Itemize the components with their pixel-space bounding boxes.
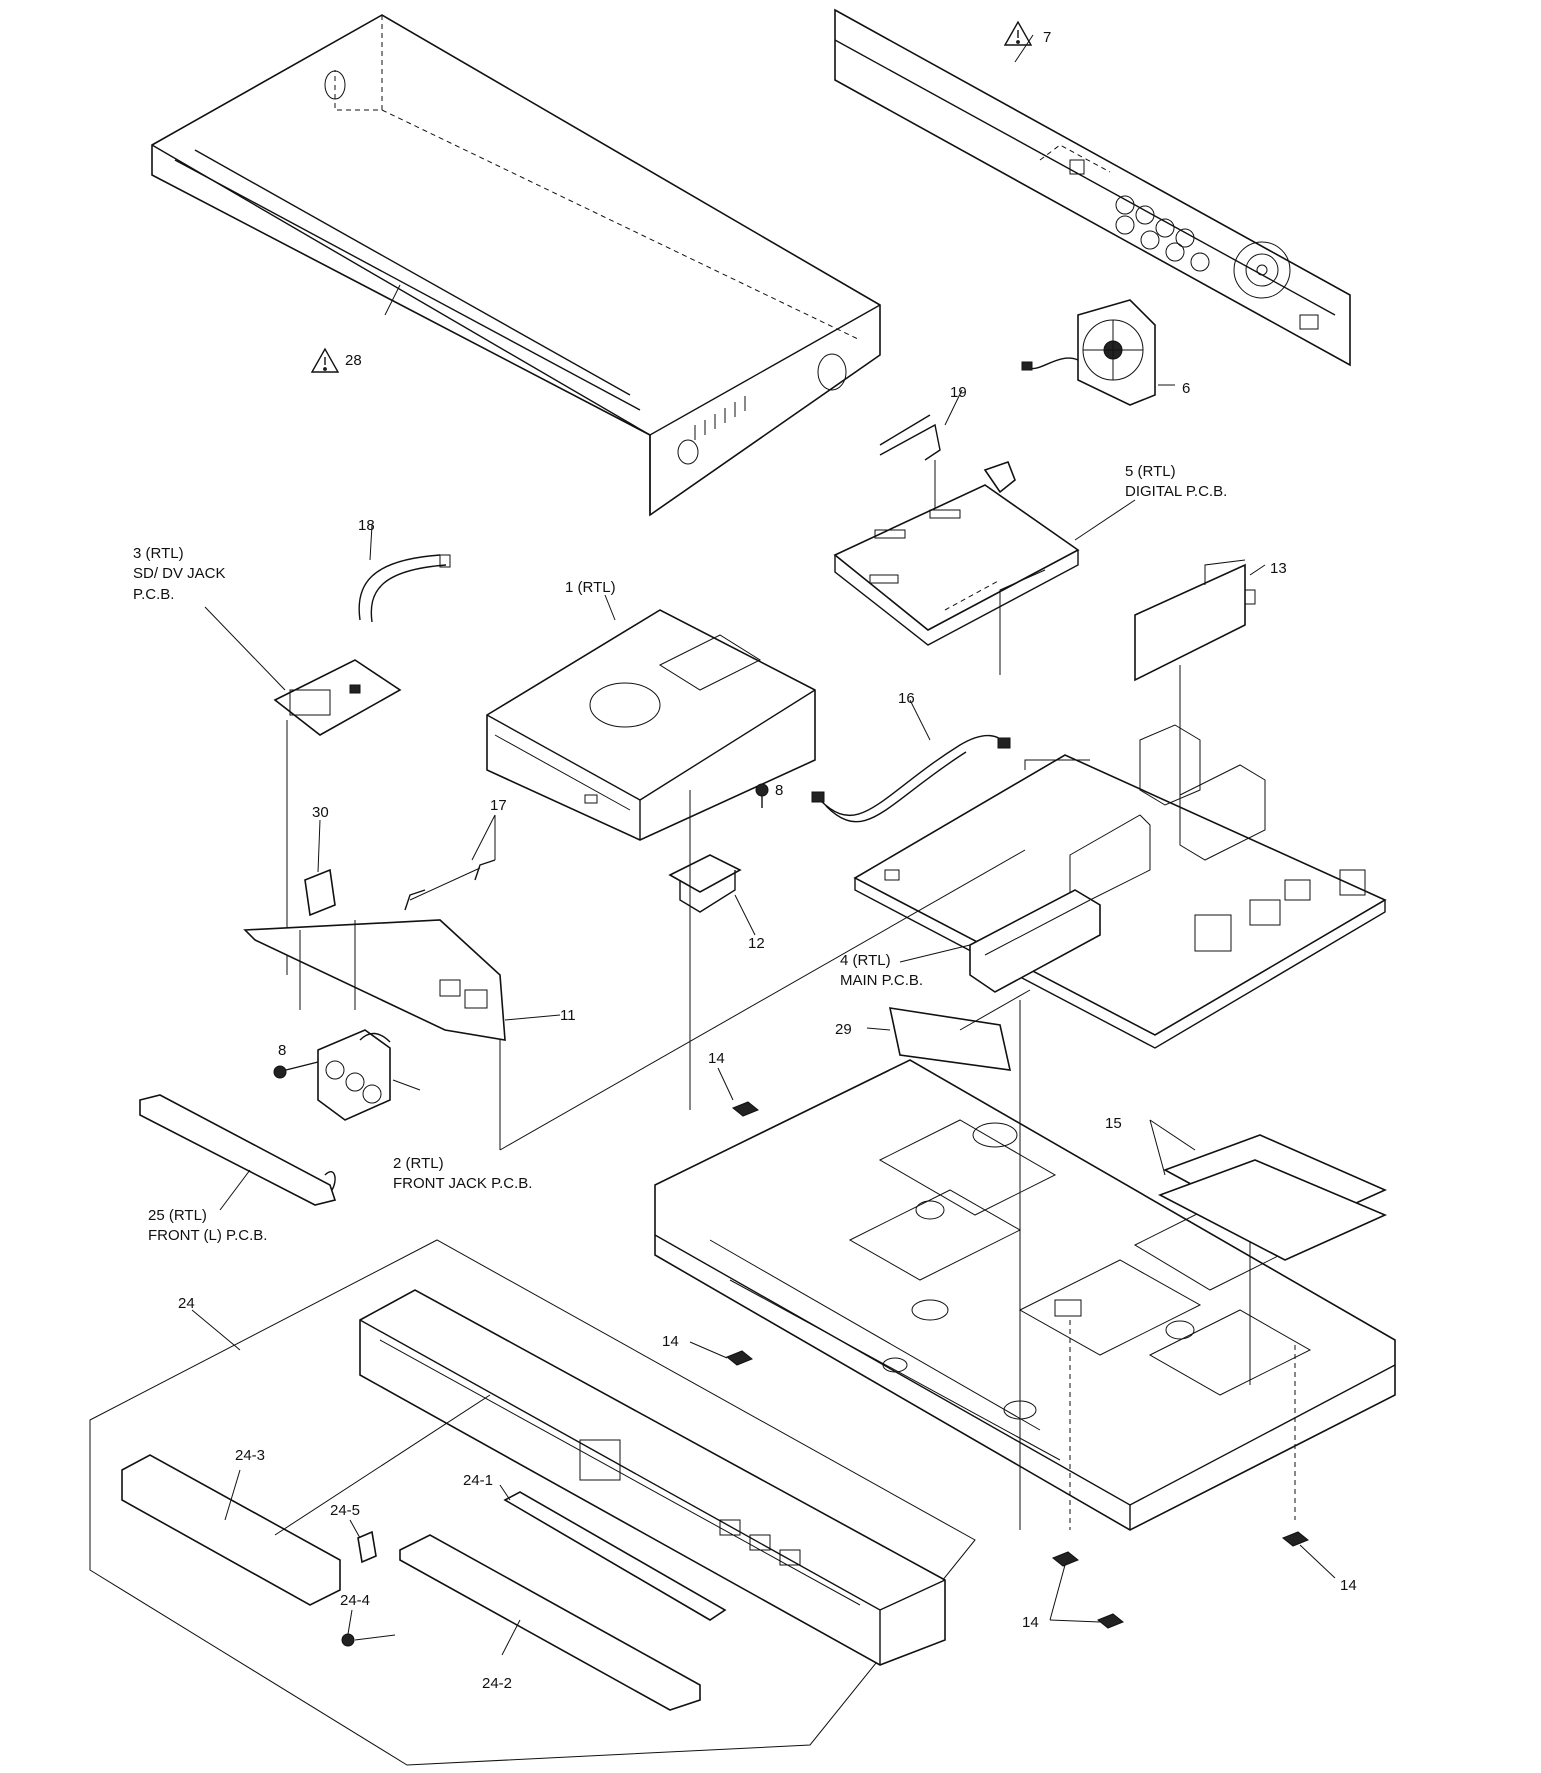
insulator-30	[304, 868, 336, 917]
cooling-fan	[1021, 299, 1156, 406]
front-panel-part-24-4	[341, 1633, 355, 1647]
callout-25-line1: 25 (RTL)	[148, 1207, 207, 1224]
front-left-pcb	[139, 1094, 337, 1206]
front-panel-part-24-3	[121, 1454, 341, 1606]
callout-4-line1: 4 (RTL)	[840, 952, 891, 969]
foot-14-e	[1097, 1613, 1124, 1629]
top-cover	[151, 14, 881, 517]
callout-17: 17	[490, 797, 507, 814]
callout-3-line1: 3 (RTL)	[133, 545, 184, 562]
warning-triangle-icon	[1003, 20, 1033, 46]
callout-7: 7	[1043, 29, 1051, 46]
front-panel-part-24-2	[399, 1534, 701, 1711]
callout-25-line2: FRONT (L) P.C.B.	[148, 1227, 267, 1244]
callout-24-3: 24-3	[235, 1447, 265, 1464]
bracket-13	[1134, 559, 1256, 820]
front-panel-part-24-5	[357, 1530, 377, 1564]
callout-12: 12	[748, 935, 765, 952]
plate-29	[888, 989, 1031, 1071]
callout-6: 6	[1182, 380, 1190, 397]
callout-18: 18	[358, 517, 375, 534]
insulator-sheets-15	[1158, 1134, 1387, 1261]
bracket-12	[668, 790, 742, 1110]
wire-harness-16	[811, 734, 1011, 823]
callout-30: 30	[312, 804, 329, 821]
bracket-11	[243, 849, 1026, 1151]
callout-24-1: 24-1	[463, 1472, 493, 1489]
foot-14-d	[1052, 1551, 1079, 1567]
callout-8-lower: 8	[278, 1042, 286, 1059]
callout-13: 13	[1270, 560, 1287, 577]
screw-8-upper	[755, 783, 769, 808]
warning-triangle-icon	[310, 347, 340, 373]
foot-14-b	[726, 1350, 753, 1366]
callout-1: 1 (RTL)	[565, 579, 616, 596]
rear-panel	[834, 8, 1351, 367]
callout-24: 24	[178, 1295, 195, 1312]
callout-19: 19	[950, 384, 967, 401]
main-pcb	[853, 724, 1387, 1049]
callout-8-upper: 8	[775, 782, 783, 799]
callout-2-line1: 2 (RTL)	[393, 1155, 444, 1172]
callout-14-right: 14	[1340, 1577, 1357, 1594]
ribbon-cable-19	[879, 414, 941, 510]
foot-14-c	[1282, 1531, 1309, 1547]
front-panel	[359, 1289, 946, 1666]
callout-3-line2: SD/ DV JACK	[133, 565, 226, 582]
callout-14-middle: 14	[662, 1333, 679, 1350]
digital-pcb	[833, 460, 1080, 675]
callout-24-4: 24-4	[340, 1592, 370, 1609]
callout-2-line2: FRONT JACK P.C.B.	[393, 1175, 532, 1192]
callout-14-bottom: 14	[1022, 1614, 1039, 1631]
dvd-drive	[486, 609, 816, 841]
callout-15: 15	[1105, 1115, 1122, 1132]
foot-14-a	[732, 1101, 759, 1117]
callout-24-5: 24-5	[330, 1502, 360, 1519]
front-panel-part-24-1	[503, 1491, 727, 1621]
callout-3-line3: P.C.B.	[133, 586, 174, 603]
rear-panel-fan-grille	[1233, 241, 1291, 299]
callout-24-2: 24-2	[482, 1675, 512, 1692]
callout-5-line2: DIGITAL P.C.B.	[1125, 483, 1227, 500]
leader-lines	[191, 34, 1336, 1656]
callout-28: 28	[345, 352, 362, 369]
screw-8-lower	[273, 1061, 319, 1079]
front-jack-pcb	[317, 1029, 391, 1121]
front-panel-assembly-boundary	[89, 1239, 976, 1766]
callout-4-line2: MAIN P.C.B.	[840, 972, 923, 989]
chassis	[654, 1000, 1396, 1531]
callout-14-upper: 14	[708, 1050, 725, 1067]
callout-16: 16	[898, 690, 915, 707]
callout-5-line1: 5 (RTL)	[1125, 463, 1176, 480]
cable-clamps-17	[404, 859, 496, 911]
callout-11: 11	[560, 1007, 576, 1024]
cover-vent-slots	[694, 396, 746, 440]
callout-29: 29	[835, 1021, 852, 1038]
rear-panel-jacks	[1115, 195, 1210, 272]
ribbon-cable-18	[358, 554, 451, 623]
